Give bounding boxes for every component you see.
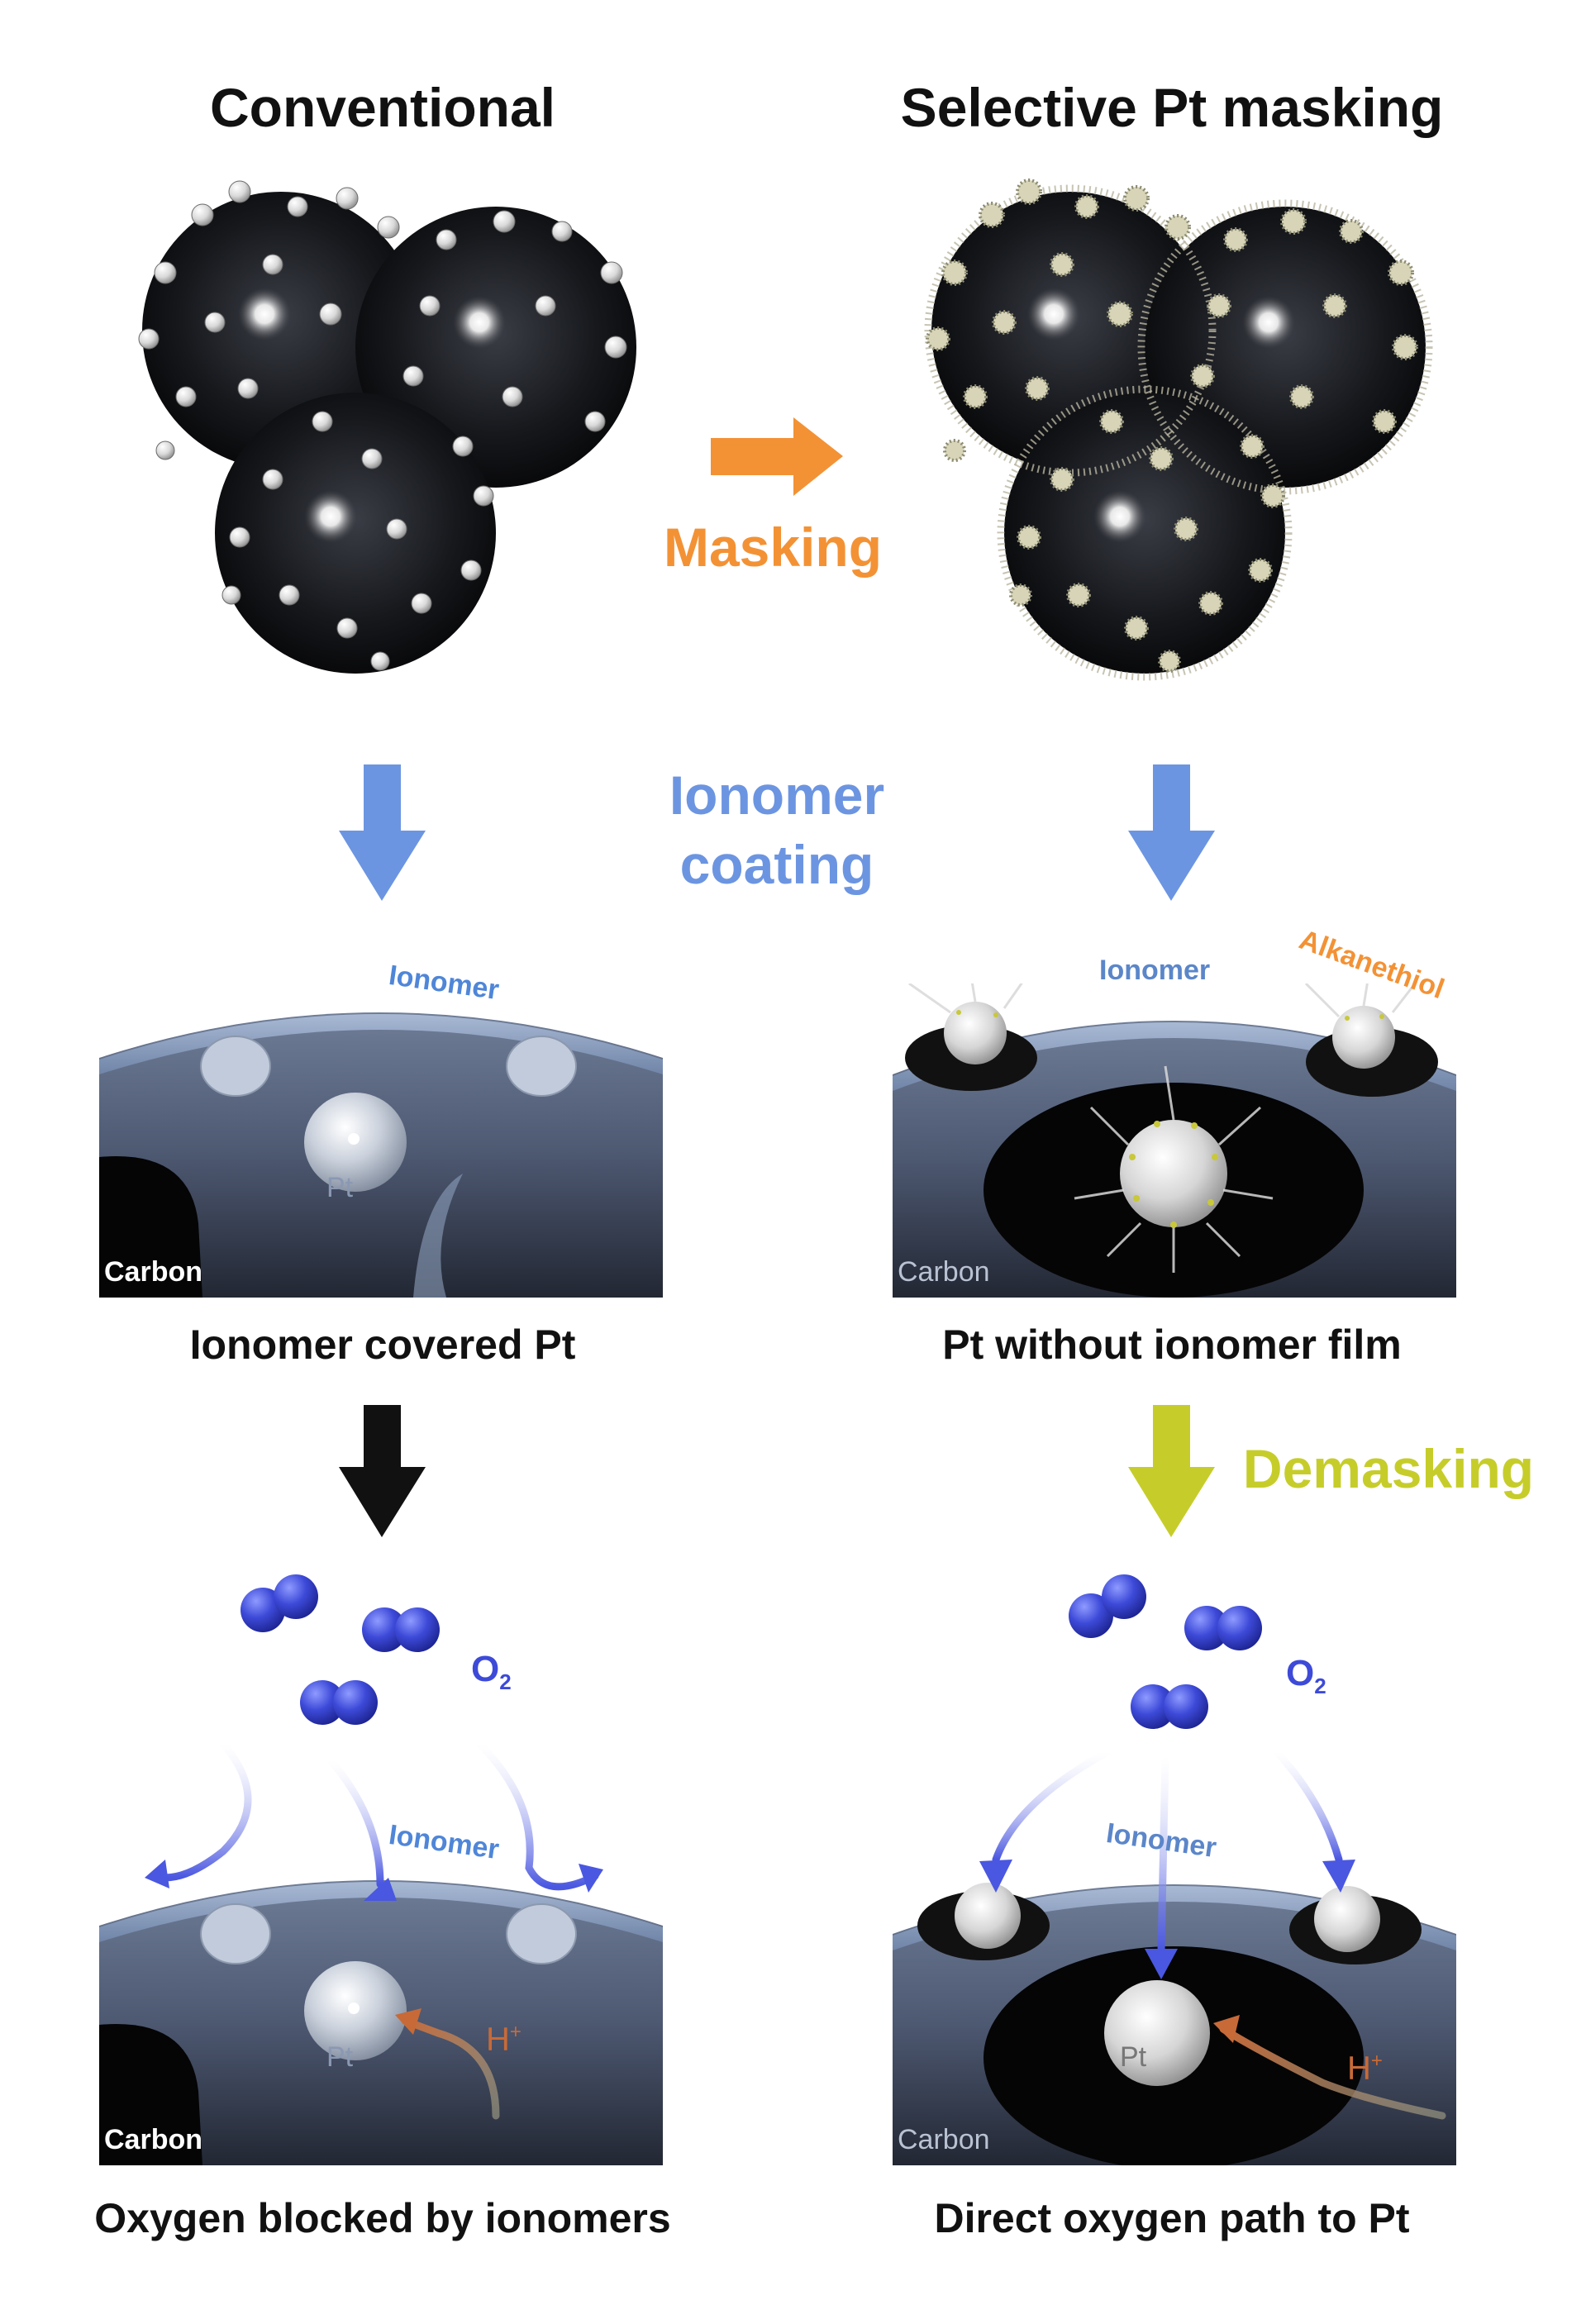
direct-oxygen-flow (992, 1748, 1343, 1955)
ionomer-coating-line1: Ionomer (669, 764, 885, 826)
direct-oxygen-panel (893, 1883, 1456, 2165)
carbon-label-bottom-right: Carbon (898, 2124, 990, 2155)
carbon-label-bottom-left: Carbon (104, 2124, 202, 2155)
proton-path-right (1219, 2025, 1446, 2120)
oxygen-blocked-panel (99, 1880, 663, 2165)
proton-label-left: H+ (486, 2021, 522, 2058)
ionomer-coating-arrow-right (1128, 764, 1215, 901)
conventional-carbon-cluster (138, 180, 636, 674)
o2-label-right: O2 (1286, 1653, 1326, 1698)
proton-label-right: H+ (1347, 2050, 1383, 2087)
blocked-arrow (339, 1405, 426, 1537)
carbon-label-mid-left: Carbon (104, 1256, 202, 1288)
ionomer-label-mid-right: Ionomer (1099, 955, 1211, 986)
caption-direct-path: Direct oxygen path to Pt (934, 2195, 1410, 2241)
ionomer-covered-pt-panel (99, 983, 663, 1298)
caption-oxygen-blocked: Oxygen blocked by ionomers (94, 2195, 671, 2241)
selective-masking-title: Selective Pt masking (900, 77, 1444, 138)
pt-label-bottom-right: Pt (1120, 2041, 1147, 2073)
ionomer-coating-label: Ionomer coating (669, 760, 884, 900)
o2-label-left: O2 (471, 1649, 512, 1694)
pt-without-ionomer-panel (893, 983, 1456, 1298)
pt-label-bottom-left: Pt (326, 2041, 354, 2073)
caption-ionomer-covered: Ionomer covered Pt (189, 1322, 576, 1368)
ionomer-coating-arrow-left (339, 764, 426, 901)
oxygen-molecules-right (1069, 1574, 1262, 1729)
carbon-label-mid-right: Carbon (898, 1256, 990, 1288)
proton-path-left (401, 2017, 500, 2120)
deflected-oxygen-flow (149, 1740, 599, 1891)
conventional-title: Conventional (209, 77, 556, 138)
demasking-arrow (1128, 1405, 1215, 1537)
masked-carbon-cluster (924, 179, 1433, 681)
pt-label-mid-left: Pt (326, 1172, 354, 1203)
caption-without-ionomer: Pt without ionomer film (942, 1322, 1402, 1368)
ionomer-coating-line2: coating (679, 834, 874, 896)
masking-label: Masking (663, 517, 883, 578)
masking-arrow (711, 417, 843, 496)
oxygen-molecules-left (241, 1574, 440, 1725)
demasking-label: Demasking (1242, 1438, 1535, 1499)
